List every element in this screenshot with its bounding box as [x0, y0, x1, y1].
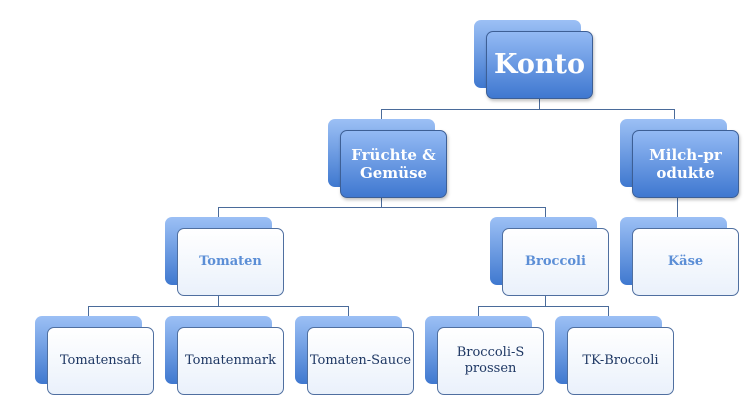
connector — [218, 207, 219, 217]
node-broccoli[interactable]: Broccoli — [490, 217, 609, 296]
connector — [545, 296, 546, 306]
node-broccoli-sprossen[interactable]: Broccoli-Sprossen — [425, 316, 544, 395]
node-fruechte-gemuese[interactable]: Früchte & Gemüse — [328, 119, 447, 198]
node-label: Konto — [494, 48, 585, 80]
node-box: Tomatensaft — [47, 327, 154, 395]
connector — [545, 207, 546, 217]
connector — [677, 198, 678, 217]
connector — [478, 306, 479, 316]
node-tomatensaft[interactable]: Tomatensaft — [35, 316, 154, 395]
node-box: Früchte & Gemüse — [340, 130, 447, 198]
node-box: Konto — [486, 31, 593, 99]
connector — [88, 306, 349, 307]
node-label: Broccoli-Sprossen — [456, 345, 525, 376]
node-box: Broccoli-Sprossen — [437, 327, 544, 395]
node-box: Käse — [632, 228, 739, 296]
node-konto[interactable]: Konto — [474, 20, 593, 99]
node-label: Milch-produkte — [649, 146, 722, 182]
node-box: Broccoli — [502, 228, 609, 296]
connector — [539, 99, 540, 109]
connector — [608, 306, 609, 316]
connector — [348, 306, 349, 316]
node-label: Tomatensaft — [59, 353, 142, 369]
connector — [381, 109, 382, 119]
connector — [478, 306, 609, 307]
node-tomatenmark[interactable]: Tomatenmark — [165, 316, 284, 395]
node-label: TK-Broccoli — [582, 353, 659, 369]
connector — [674, 109, 675, 119]
node-box: Tomaten-Sauce — [307, 327, 414, 395]
node-box: Milch-produkte — [632, 130, 739, 198]
node-tomaten-sauce[interactable]: Tomaten-Sauce — [295, 316, 414, 395]
connector — [88, 306, 89, 316]
node-kaese[interactable]: Käse — [620, 217, 739, 296]
node-box: TK-Broccoli — [567, 327, 674, 395]
node-tk-broccoli[interactable]: TK-Broccoli — [555, 316, 674, 395]
connector — [381, 198, 382, 207]
node-milchprodukte[interactable]: Milch-produkte — [620, 119, 739, 198]
node-label: Tomaten-Sauce — [309, 353, 412, 369]
node-box: Tomatenmark — [177, 327, 284, 395]
connector — [218, 296, 219, 306]
node-label: Käse — [667, 254, 704, 270]
node-label: Broccoli — [525, 254, 586, 270]
node-label: Früchte & Gemüse — [351, 146, 436, 182]
connector — [381, 109, 674, 110]
node-tomaten[interactable]: Tomaten — [165, 217, 284, 296]
node-box: Tomaten — [177, 228, 284, 296]
node-label: Tomatenmark — [184, 353, 277, 369]
connector — [218, 207, 545, 208]
node-label: Tomaten — [199, 254, 262, 270]
